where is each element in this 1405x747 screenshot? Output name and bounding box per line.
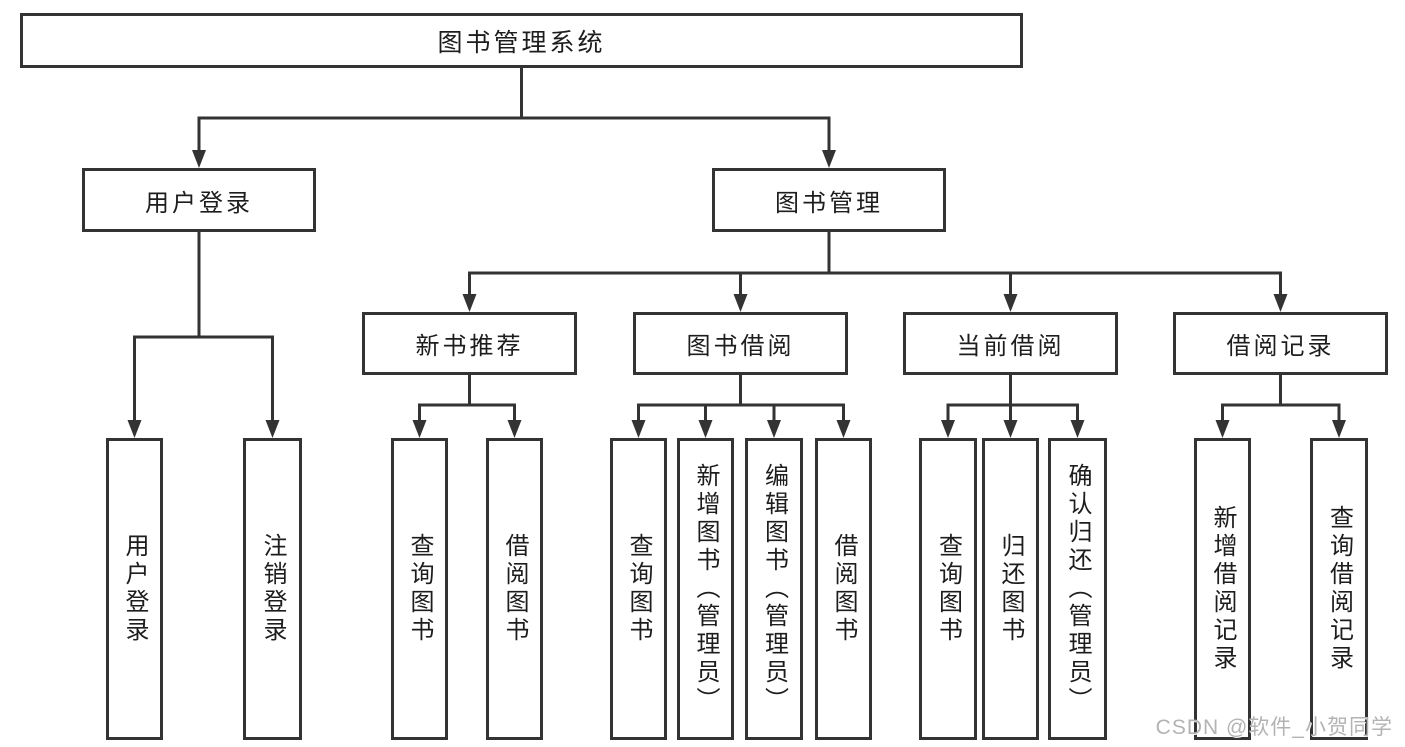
connector-borrowrecord-to-leaves <box>1215 375 1346 438</box>
leaf-query-borrow-record: 查询借阅记录 <box>1310 438 1368 740</box>
watermark-csdn: CSDN @软件_小贺同学 <box>1155 716 1393 739</box>
node-library-system: 图书管理系统 <box>20 13 1023 68</box>
connector-bookmgmt-to-level3 <box>462 232 1288 312</box>
leaf-borrow-books-borrowing: 借阅图书 <box>815 438 872 740</box>
node-book-management: 图书管理 <box>712 168 946 232</box>
leaf-query-books-borrowing: 查询图书 <box>610 438 667 740</box>
connector-bookborrow-to-leaves <box>631 375 851 438</box>
connector-userlogin-to-leaves <box>127 232 280 438</box>
connector-currentborrow-to-leaves <box>941 375 1085 438</box>
leaf-query-books-recommend: 查询图书 <box>391 438 448 740</box>
leaf-return-books: 归还图书 <box>982 438 1039 740</box>
node-user-login: 用户登录 <box>82 168 316 232</box>
node-new-book-recommend: 新书推荐 <box>362 312 577 375</box>
leaf-add-borrow-record: 新增借阅记录 <box>1194 438 1251 740</box>
node-current-borrowing: 当前借阅 <box>903 312 1118 375</box>
node-book-borrowing: 图书借阅 <box>633 312 848 375</box>
leaf-borrow-books-recommend: 借阅图书 <box>486 438 543 740</box>
leaf-confirm-return-admin: 确认归还（管理员） <box>1048 438 1107 740</box>
leaf-edit-books-admin: 编辑图书（管理员） <box>745 438 803 740</box>
leaf-logout: 注销登录 <box>243 438 302 740</box>
node-borrowing-records: 借阅记录 <box>1173 312 1388 375</box>
connector-root-to-level2 <box>192 68 836 168</box>
leaf-query-books-current: 查询图书 <box>919 438 977 740</box>
leaf-user-login: 用户登录 <box>106 438 163 740</box>
connector-newbook-to-leaves <box>412 375 522 438</box>
leaf-add-books-admin: 新增图书（管理员） <box>677 438 734 740</box>
